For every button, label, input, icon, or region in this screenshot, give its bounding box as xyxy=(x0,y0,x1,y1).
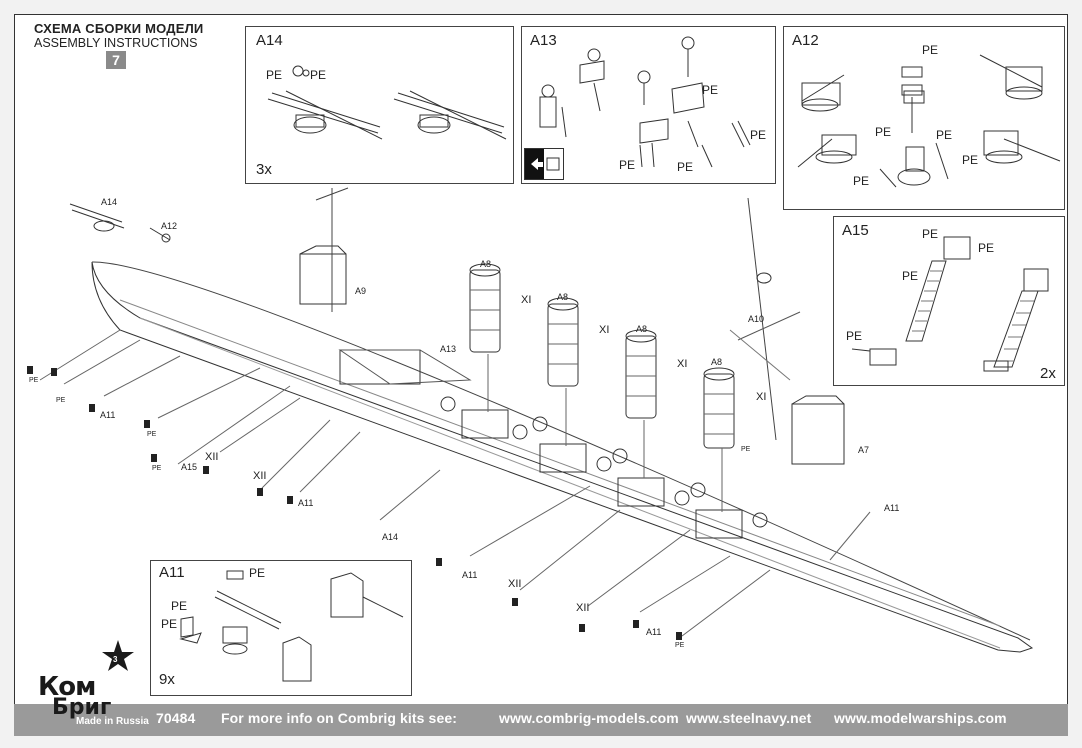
panel-a11-pe-1: PE xyxy=(249,566,266,580)
footer-url-steelnavy[interactable]: www.steelnavy.net xyxy=(686,710,812,726)
panel-a12-pe-4: PE xyxy=(962,153,979,167)
callout-xii-2: XII xyxy=(253,470,267,482)
callout-a15: A15 xyxy=(181,462,198,472)
panel-a14-pe-left: PE xyxy=(266,68,283,82)
a15-ladder-drawing xyxy=(851,236,1049,372)
logo-line-1: Ком xyxy=(38,672,96,702)
footer-bar: 70484 For more info on Combrig kits see:… xyxy=(14,704,1068,736)
panel-a15-count: 2x xyxy=(1040,365,1056,382)
callout-a8-4: A8 xyxy=(711,357,723,367)
callout-a8-1: A8 xyxy=(480,259,492,269)
panel-a14-title: A14 xyxy=(256,32,283,49)
panel-a15: A15 PE PE PE PE 2x xyxy=(833,216,1065,386)
panel-a13-title: A13 xyxy=(530,32,557,49)
a13-searchlight-drawing xyxy=(539,36,751,168)
callout-a11-right: A11 xyxy=(884,503,900,513)
footer-kit-number: 70484 xyxy=(156,710,196,726)
callout-xi-4: XI xyxy=(756,391,767,403)
callout-a12-top: A12 xyxy=(161,221,178,231)
panel-a12-pe-3: PE xyxy=(936,128,953,142)
callout-xii-4: XII xyxy=(576,602,590,614)
panel-a13-pe-4: PE xyxy=(677,160,694,174)
panel-a14-pe-right: PE xyxy=(310,68,327,82)
callout-a7: A7 xyxy=(858,445,870,455)
callout-pe-left-1: PE xyxy=(29,377,39,384)
callout-a10: A10 xyxy=(748,314,765,324)
panel-a15-pe-4: PE xyxy=(846,329,863,343)
panel-a13-pe-2: PE xyxy=(750,128,767,142)
panel-a12-title: A12 xyxy=(792,32,819,49)
callout-a11-left-2: A11 xyxy=(298,498,314,508)
panel-a15-title: A15 xyxy=(842,222,869,239)
callout-a11-mid: A11 xyxy=(462,570,478,580)
callout-a8-3: A8 xyxy=(636,324,648,334)
footer-url-combrig[interactable]: www.combrig-models.com xyxy=(499,710,679,726)
callout-xii-3: XII xyxy=(508,578,522,590)
logo-made-in-russia: Made in Russia xyxy=(76,716,149,727)
panel-a12: A12 PE PE PE PE PE xyxy=(783,26,1065,210)
callout-xi-1: XI xyxy=(521,294,532,306)
header-title-ru: СХЕМА СБОРКИ МОДЕЛИ xyxy=(34,21,204,36)
a14-gun-drawing xyxy=(267,65,507,140)
panel-a11-count: 9x xyxy=(159,671,175,688)
callout-pe-a7: PE xyxy=(741,446,751,453)
panel-a13-pe-1: PE xyxy=(702,83,719,97)
callout-a14-top: A14 xyxy=(101,197,118,207)
panel-a15-pe-2: PE xyxy=(978,241,995,255)
panel-a15-pe-1: PE xyxy=(922,227,939,241)
callout-pe-bottom-right: PE xyxy=(675,642,685,649)
callout-pe-a15: PE xyxy=(152,465,162,472)
a11-gun-drawing xyxy=(179,570,404,682)
callout-a8-2: A8 xyxy=(557,292,569,302)
callout-a9: A9 xyxy=(355,286,367,296)
panel-a11-title: A11 xyxy=(159,564,185,581)
header-title-en: ASSEMBLY INSTRUCTIONS xyxy=(34,36,198,50)
callout-a14-bottom: A14 xyxy=(382,532,399,542)
panel-a14-count: 3x xyxy=(256,161,272,178)
callout-a11-bottom-right: A11 xyxy=(646,627,662,637)
callout-a11-left-1: A11 xyxy=(100,410,116,420)
panel-a15-pe-3: PE xyxy=(902,269,919,283)
arrow-icon xyxy=(531,157,560,171)
logo-line-2: Бриг xyxy=(52,695,112,720)
panel-a11-pe-2: PE xyxy=(171,599,188,613)
panel-a11-pe-3: PE xyxy=(161,617,178,631)
callout-xi-2: XI xyxy=(599,324,610,336)
panel-a14: A14 PE PE 3x xyxy=(245,26,514,184)
panel-a12-pe-1: PE xyxy=(922,43,939,57)
panel-a11: A11 PE PE PE 9x xyxy=(150,560,412,696)
footer-url-modelwarships[interactable]: www.modelwarships.com xyxy=(834,710,1007,726)
callout-a13-mid: A13 xyxy=(440,344,457,354)
callout-xi-3: XI xyxy=(677,358,688,370)
callout-pe-left-2: PE xyxy=(56,397,66,404)
callout-xii-1: XII xyxy=(205,451,219,463)
a12-gun-drawing xyxy=(797,54,1061,188)
panel-a12-pe-5: PE xyxy=(853,174,870,188)
footer-info: For more info on Combrig kits see: xyxy=(221,710,457,726)
callout-pe-left-3: PE xyxy=(147,431,157,438)
arrow-back-icon xyxy=(524,148,564,180)
panel-a13-pe-3: PE xyxy=(619,158,636,172)
panel-a12-pe-2: PE xyxy=(875,125,892,139)
step-number-badge: 7 xyxy=(106,51,126,69)
